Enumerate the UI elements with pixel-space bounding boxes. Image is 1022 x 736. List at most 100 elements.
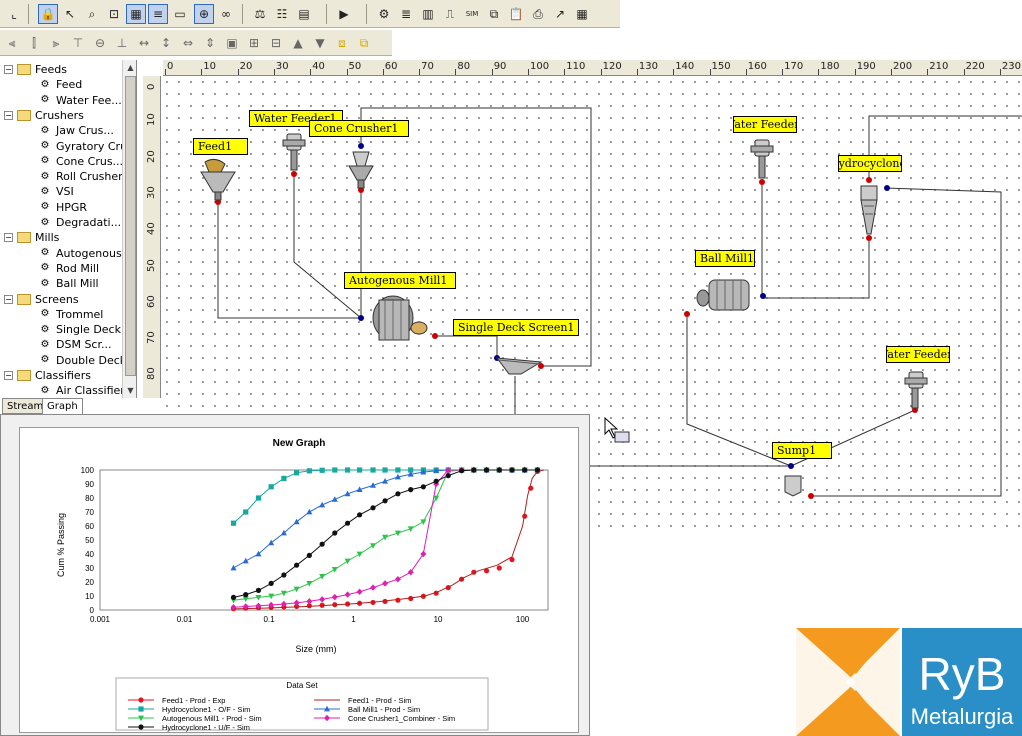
spreadsheet-icon[interactable]: ▦ bbox=[576, 7, 588, 21]
data-point[interactable] bbox=[230, 594, 237, 600]
stream-ballmill-to-sump[interactable] bbox=[686, 314, 792, 467]
collapse-icon[interactable]: − bbox=[4, 233, 13, 243]
data-point[interactable] bbox=[522, 467, 528, 473]
data-point[interactable] bbox=[407, 471, 414, 477]
autogenous-mill1-unit[interactable] bbox=[372, 295, 428, 341]
data-point[interactable] bbox=[294, 603, 300, 609]
data-point[interactable] bbox=[534, 467, 541, 473]
data-point[interactable] bbox=[138, 706, 144, 712]
data-point[interactable] bbox=[370, 505, 376, 511]
list-icon[interactable]: ≣ bbox=[400, 7, 412, 21]
node[interactable] bbox=[788, 463, 794, 469]
data-point[interactable] bbox=[243, 592, 249, 598]
legend-item[interactable]: Feed1 - Prod - Sim bbox=[314, 696, 411, 705]
data-point[interactable] bbox=[356, 486, 363, 492]
data-point[interactable] bbox=[242, 557, 249, 564]
data-point[interactable] bbox=[356, 551, 363, 558]
tree-folder[interactable]: −Crushers bbox=[4, 108, 84, 123]
label-icon[interactable]: ▭ bbox=[174, 7, 186, 21]
label-ball-mill1[interactable]: Ball Mill1 bbox=[695, 250, 755, 267]
tree-item[interactable]: ⚙Double Deck bbox=[38, 353, 127, 368]
pointer-icon[interactable]: ↖ bbox=[64, 7, 76, 21]
water-feeder2-unit[interactable] bbox=[750, 139, 774, 179]
tree-item[interactable]: ⚙Feed bbox=[38, 77, 83, 92]
node[interactable] bbox=[432, 333, 438, 339]
data-point[interactable] bbox=[230, 520, 237, 526]
data-point[interactable] bbox=[344, 520, 351, 526]
data-point[interactable] bbox=[433, 495, 440, 502]
data-point[interactable] bbox=[331, 593, 338, 601]
data-point[interactable] bbox=[483, 568, 490, 574]
data-point[interactable] bbox=[420, 484, 426, 490]
data-point[interactable] bbox=[293, 518, 300, 525]
data-point[interactable] bbox=[306, 552, 312, 558]
cone-crusher1-unit[interactable] bbox=[348, 151, 374, 189]
data-point[interactable] bbox=[255, 495, 262, 501]
scroll-up-icon[interactable]: ▲ bbox=[127, 63, 134, 72]
sump1-unit[interactable] bbox=[784, 475, 802, 497]
data-point[interactable] bbox=[382, 534, 389, 541]
align-middle-icon[interactable]: ⊖ bbox=[94, 36, 106, 50]
scroll-down-icon[interactable]: ▼ bbox=[127, 386, 134, 395]
data-point[interactable] bbox=[331, 496, 338, 502]
ball-mill1-unit[interactable] bbox=[696, 279, 750, 311]
data-point[interactable] bbox=[382, 498, 388, 504]
data-point[interactable] bbox=[445, 473, 451, 479]
data-point[interactable] bbox=[445, 466, 452, 474]
series-line[interactable] bbox=[233, 469, 545, 610]
data-point[interactable] bbox=[433, 480, 440, 488]
data-point[interactable] bbox=[255, 595, 262, 601]
legend-item[interactable]: Hydrocyclone1 - U/F - Sim bbox=[128, 723, 250, 732]
space-h-icon[interactable]: ↔ bbox=[138, 36, 150, 50]
tree-item[interactable]: ⚙Water Fee... bbox=[38, 93, 122, 108]
water-feeder1-unit[interactable] bbox=[282, 133, 306, 171]
tree-item[interactable]: ⚙Jaw Crus... bbox=[38, 123, 114, 138]
ungroup-icon[interactable]: ⧉ bbox=[359, 35, 369, 50]
data-point[interactable] bbox=[242, 596, 249, 602]
data-point[interactable] bbox=[433, 478, 439, 484]
stream-water-to-agmill[interactable] bbox=[293, 174, 362, 319]
data-point[interactable] bbox=[509, 467, 515, 473]
tree-scrollbar[interactable]: ▲ ▼ bbox=[122, 60, 136, 398]
tree-folder[interactable]: −Screens bbox=[4, 292, 79, 307]
data-point[interactable] bbox=[268, 539, 275, 546]
node[interactable] bbox=[884, 185, 890, 191]
tree-item[interactable]: ⚙Air Classifier bbox=[38, 383, 125, 398]
collapse-icon[interactable]: − bbox=[4, 371, 13, 380]
tree-item[interactable]: ⚙Roll Crusher bbox=[38, 169, 123, 184]
water-feeder3-unit[interactable] bbox=[904, 371, 928, 409]
data-point[interactable] bbox=[306, 581, 313, 587]
data-point[interactable] bbox=[382, 467, 388, 473]
node[interactable] bbox=[358, 143, 364, 149]
bring-front-icon[interactable]: ▲ bbox=[293, 36, 303, 50]
send-back-icon[interactable]: ▼ bbox=[315, 36, 325, 50]
data-point[interactable] bbox=[344, 467, 351, 473]
data-point[interactable] bbox=[280, 590, 287, 597]
tab-stream[interactable]: Stream bbox=[2, 398, 49, 414]
data-point[interactable] bbox=[268, 580, 274, 586]
hydrocyclone-unit[interactable] bbox=[860, 185, 878, 235]
tab-graph[interactable]: Graph bbox=[42, 398, 83, 414]
label-water-feeder3[interactable]: Water Feeder bbox=[886, 346, 950, 363]
node[interactable] bbox=[866, 235, 872, 241]
data-point[interactable] bbox=[281, 475, 287, 481]
collapse-icon[interactable]: − bbox=[4, 65, 13, 74]
data-point[interactable] bbox=[306, 508, 313, 515]
legend-item[interactable]: Ball Mill1 - Prod - Sim bbox=[314, 705, 420, 714]
label-water-feeder2[interactable]: Water Feeder bbox=[733, 116, 797, 133]
data-point[interactable] bbox=[344, 558, 351, 565]
split-icon[interactable]: ⎍ bbox=[445, 6, 455, 21]
data-point[interactable] bbox=[268, 593, 275, 600]
data-point[interactable] bbox=[496, 467, 502, 473]
collapse-icon[interactable]: − bbox=[4, 294, 13, 304]
label-sump1[interactable]: Sump1 bbox=[772, 442, 832, 459]
data-point[interactable] bbox=[230, 564, 237, 571]
data-point[interactable] bbox=[357, 467, 363, 473]
data-point[interactable] bbox=[255, 550, 262, 557]
align-bottom-icon[interactable]: ⊥ bbox=[116, 36, 128, 50]
node[interactable] bbox=[291, 171, 297, 177]
stream-agmill-to-screen[interactable] bbox=[435, 335, 498, 358]
data-point[interactable] bbox=[407, 526, 414, 532]
data-point[interactable] bbox=[344, 490, 351, 497]
